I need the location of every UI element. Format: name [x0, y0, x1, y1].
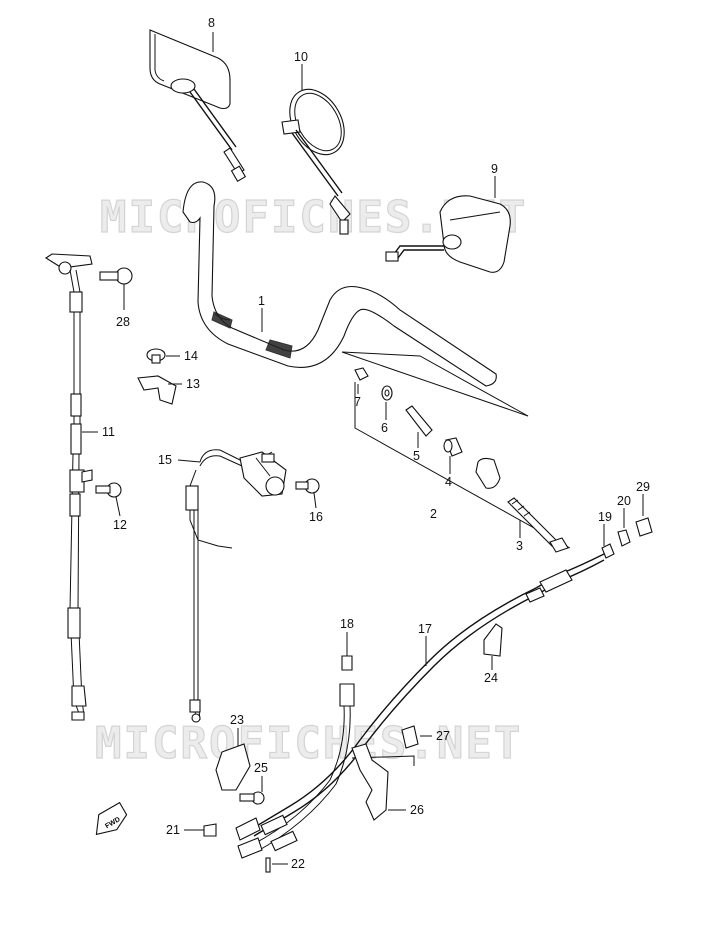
part-4-collar: [443, 437, 463, 457]
leader-bracket-27: [351, 755, 415, 766]
callout-29: 29: [636, 480, 650, 494]
fwd-arrow-icon: FWD: [95, 801, 128, 836]
callout-25: 25: [254, 761, 268, 775]
part-22-clip: [265, 857, 271, 873]
callout-21: 21: [166, 823, 180, 837]
callout-5: 5: [413, 449, 420, 463]
part-21-pin: [203, 823, 217, 837]
callout-23: 23: [230, 713, 244, 727]
callout-8: 8: [208, 16, 215, 30]
part-19: [601, 543, 615, 559]
callout-16: 16: [309, 510, 323, 524]
callout-22: 22: [291, 857, 305, 871]
part-26-bracket: [351, 743, 389, 821]
callout-11: 11: [102, 425, 115, 439]
callout-6: 6: [381, 421, 388, 435]
part-12-screw: [95, 482, 122, 498]
leader-upper-triangle: [341, 351, 529, 417]
mirror-round: [281, 88, 351, 235]
part-25-screw: [239, 791, 265, 805]
callout-9: 9: [491, 162, 498, 176]
callout-24: 24: [484, 671, 498, 685]
callout-18: 18: [340, 617, 354, 631]
callout-labels: 8 10 9 1 7 6 5 4 2 3 19 20 29 28 11 12 1…: [102, 16, 650, 871]
callout-2: 2: [430, 507, 437, 521]
callout-14: 14: [184, 349, 198, 363]
part-28-screw: [99, 267, 133, 285]
callout-20: 20: [617, 494, 631, 508]
callout-4: 4: [445, 475, 452, 489]
part-23-housing: [215, 743, 251, 791]
part-5-pin: [405, 405, 433, 437]
part-27-bolt: [401, 725, 419, 749]
part-13-clamp: [137, 375, 177, 405]
part-6-washer: [381, 385, 393, 401]
callout-26: 26: [410, 803, 424, 817]
callout-3: 3: [516, 539, 523, 553]
group-bracket: [354, 382, 571, 549]
watermark-bottom: MICROFICHES.NET: [95, 718, 522, 769]
callout-10: 10: [294, 50, 308, 64]
part-3-bolt: [507, 497, 569, 553]
callout-19: 19: [598, 510, 612, 524]
part-14-screw: [146, 348, 166, 364]
mirror-right: [385, 195, 511, 273]
throttle-cables: [235, 553, 605, 859]
callout-15: 15: [158, 453, 172, 467]
callout-17: 17: [418, 622, 432, 636]
callout-7: 7: [354, 395, 361, 409]
handlebar: [182, 181, 497, 387]
bar-end-weight: [475, 457, 501, 489]
switch-harness: [185, 449, 287, 723]
part-7-nut: [354, 367, 369, 381]
cable-left: [44, 253, 93, 721]
callout-12: 12: [113, 518, 127, 532]
part-29: [635, 517, 653, 537]
mirror-left: [149, 29, 247, 182]
callout-28: 28: [116, 315, 130, 329]
callout-13: 13: [186, 377, 200, 391]
callout-leaders: [82, 32, 644, 865]
part-16-screw: [295, 478, 320, 494]
callout-27: 27: [436, 729, 450, 743]
part-24-bracket: [483, 623, 503, 657]
part-20: [617, 529, 631, 547]
callout-1: 1: [258, 294, 265, 308]
leader-triangle: [341, 351, 529, 417]
